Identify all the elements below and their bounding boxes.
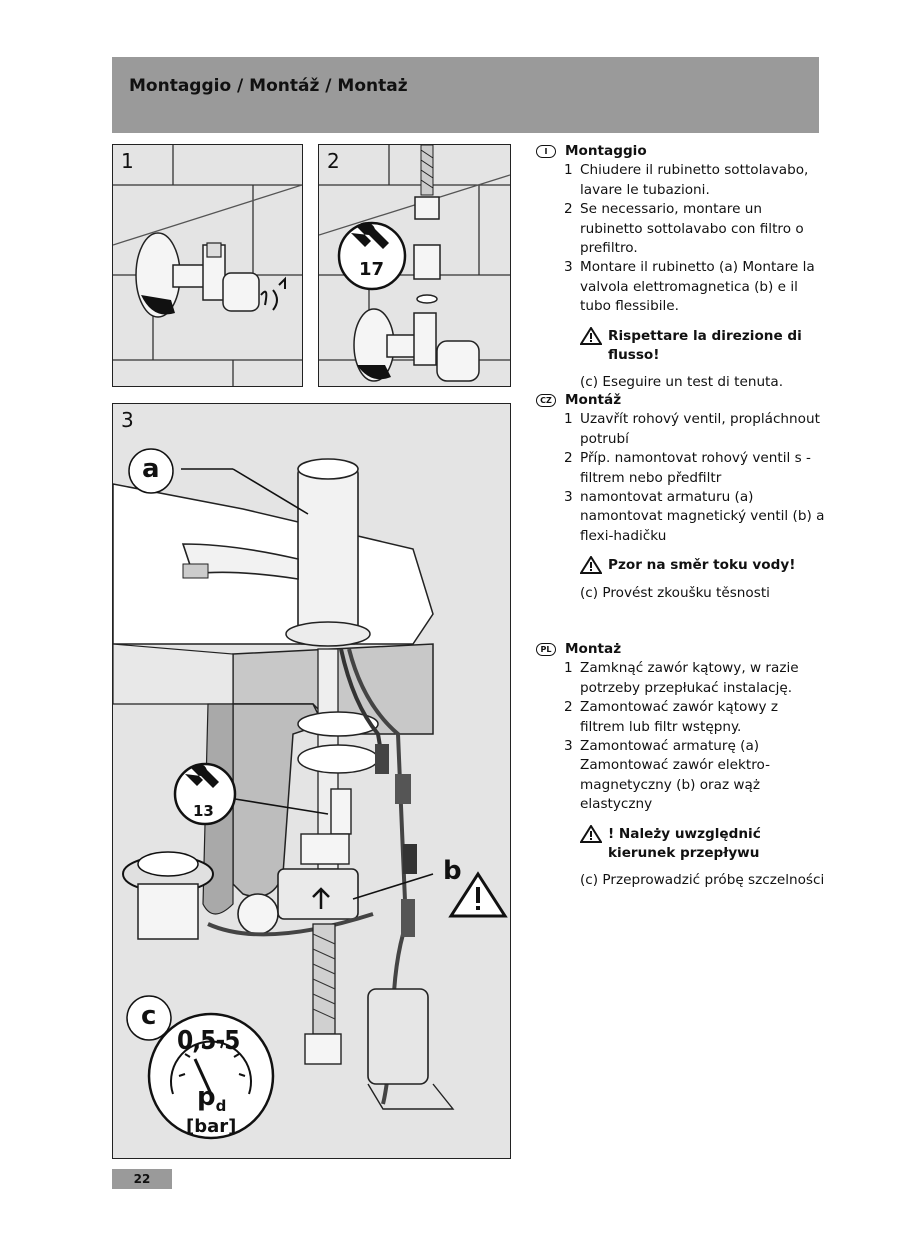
- panel-number: 1: [121, 149, 134, 173]
- section-header: PL Montaż: [536, 640, 826, 659]
- section-header: CZ Montáž: [536, 391, 826, 410]
- pressure-unit: [bar]: [186, 1116, 237, 1137]
- section-title: Montáž: [565, 392, 622, 408]
- warning-icon: [580, 326, 602, 345]
- label-a: a: [142, 454, 160, 484]
- section-title: Montaż: [565, 641, 622, 657]
- label-b: b: [443, 856, 462, 886]
- panel-number: 2: [327, 149, 340, 173]
- pressure-range-label: 0,5-5: [177, 1026, 240, 1056]
- language-badge: PL: [536, 643, 556, 657]
- panel-2: 2 17: [318, 144, 511, 387]
- section-title: Montaggio: [565, 143, 647, 159]
- valve-assembly-illustration: [319, 145, 510, 382]
- section-header: I Montaggio: [536, 142, 826, 161]
- note-text: (c) Przeprowadzić próbę szczelności: [580, 872, 825, 889]
- pressure-symbol: pd: [197, 1082, 227, 1116]
- language-badge: I: [536, 145, 556, 159]
- warning-row: Pzor na směr toku vody!: [580, 556, 826, 575]
- warning-text: ! Należy uwzględnić kierunek przepływu: [608, 825, 761, 862]
- warning-icon: [580, 824, 602, 843]
- header-bar: Montaggio / Montáž / Montaż: [112, 57, 819, 133]
- warning-text: Rispettare la direzione di flusso!: [608, 327, 802, 364]
- page-title: Montaggio / Montáž / Montaż: [129, 76, 408, 96]
- language-badge: CZ: [536, 394, 556, 408]
- panel-number: 3: [121, 408, 134, 432]
- note-text: (c) Eseguire un test di tenuta.: [580, 374, 784, 391]
- label-c: c: [141, 1001, 157, 1031]
- warning-icon: [580, 556, 602, 575]
- angle-valve-illustration: [113, 145, 302, 386]
- warning-row: Rispettare la direzione di flusso!: [580, 326, 826, 366]
- page-number: 22: [112, 1169, 172, 1189]
- panel-3: 3 a b c 13 0,5-5 pd [bar]: [112, 403, 511, 1159]
- installation-illustration: [113, 448, 508, 1140]
- wrench-size-label: 13: [193, 802, 214, 820]
- wrench-size-label: 17: [359, 259, 385, 280]
- panel-1: 1: [112, 144, 303, 387]
- warning-text: Pzor na směr toku vody!: [608, 557, 796, 574]
- warning-row: ! Należy uwzględnić kierunek przepływu: [580, 824, 826, 864]
- note-text: (c) Provést zkoušku těsnosti: [580, 584, 770, 601]
